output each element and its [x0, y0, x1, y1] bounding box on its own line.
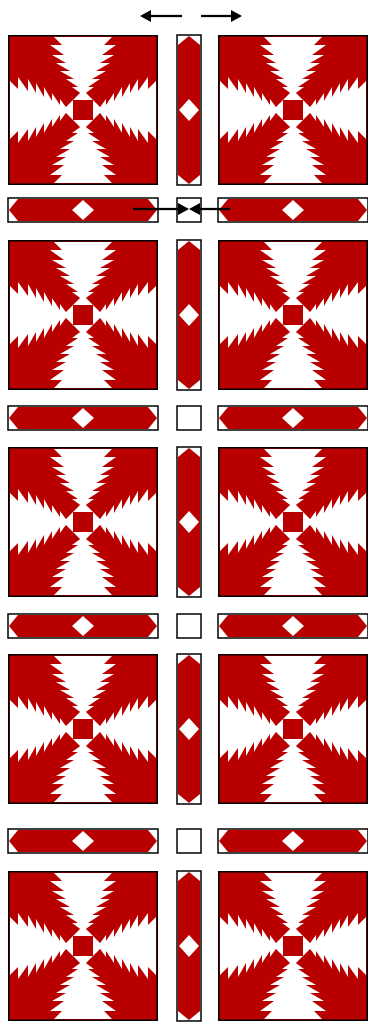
quilt-block — [218, 447, 368, 597]
center-square — [73, 305, 93, 325]
horizontal-sashing — [8, 406, 158, 430]
arrow-right-icon — [201, 10, 242, 22]
vertical-sashing — [177, 35, 201, 185]
center-square — [283, 305, 303, 325]
horizontal-sashing — [218, 406, 368, 430]
quilt-block — [8, 35, 158, 185]
cornerstone — [177, 829, 201, 853]
vertical-sashing — [177, 871, 201, 1021]
cornerstone — [177, 406, 201, 430]
center-square — [283, 512, 303, 532]
vertical-sashing — [177, 447, 201, 597]
horizontal-sashing — [8, 614, 158, 638]
center-square — [283, 719, 303, 739]
horizontal-sashing — [8, 829, 158, 853]
center-square — [283, 936, 303, 956]
quilt-block — [218, 871, 368, 1021]
quilt-block — [218, 35, 368, 185]
center-square — [73, 512, 93, 532]
horizontal-sashing — [218, 614, 368, 638]
vertical-sashing-strips — [177, 35, 201, 1021]
quilt-block — [218, 654, 368, 804]
quilt-block — [8, 871, 158, 1021]
horizontal-sashing — [218, 198, 368, 222]
quilt-block — [8, 240, 158, 390]
vertical-sashing — [177, 240, 201, 390]
center-square — [73, 719, 93, 739]
quilt-block — [218, 240, 368, 390]
center-square — [73, 100, 93, 120]
vertical-sashing — [177, 654, 201, 804]
center-square — [73, 936, 93, 956]
horizontal-sashing — [218, 829, 368, 853]
arrow-left-icon — [140, 10, 182, 22]
quilt-block — [8, 447, 158, 597]
cornerstone — [177, 614, 201, 638]
quilt-block — [8, 654, 158, 804]
center-square — [283, 100, 303, 120]
